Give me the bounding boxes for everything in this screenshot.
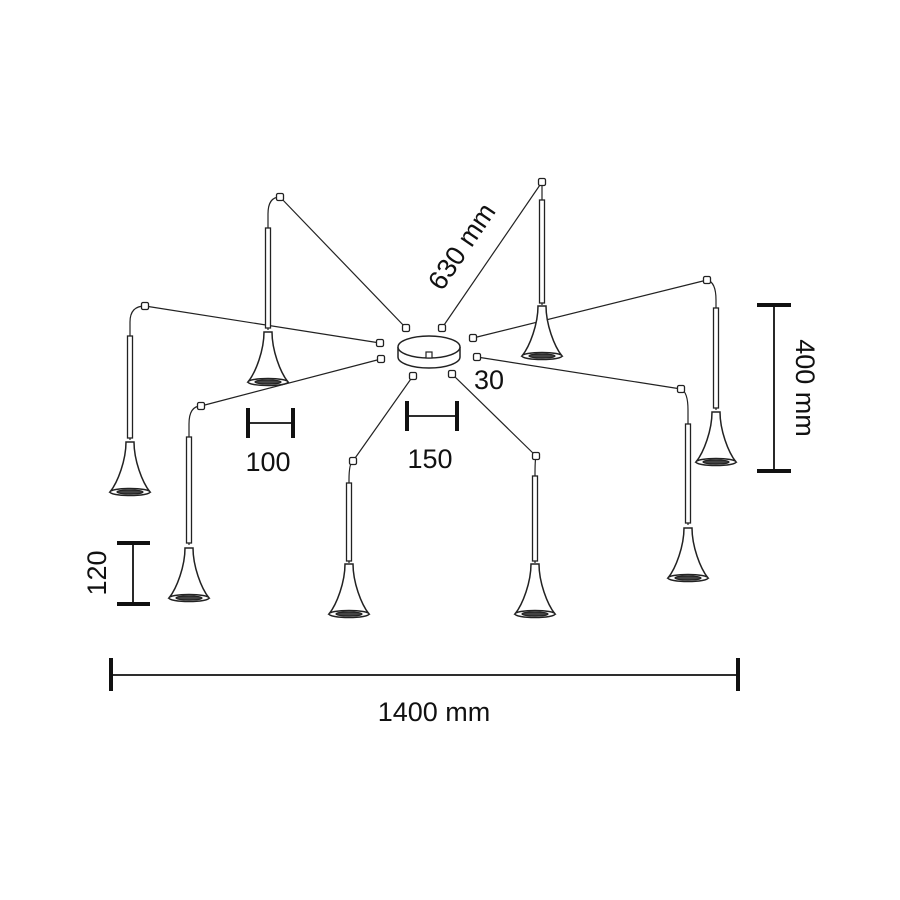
canopy-height-label: 30: [474, 365, 504, 395]
dimension-markers: [109, 303, 791, 691]
canopy-diameter-marker: [405, 401, 459, 431]
drop-height-marker: [757, 303, 791, 473]
shade-diameter-marker: [246, 408, 295, 438]
shade-height-label: 120: [82, 550, 112, 595]
canopy-diameter-label: 150: [407, 444, 452, 474]
shade-height-marker: [117, 541, 150, 606]
cable-clips: [140, 177, 712, 466]
arm-length-label: 630 mm: [422, 198, 501, 296]
drop-cables: [129, 182, 717, 563]
shade-diameter-label: 100: [245, 447, 290, 477]
arm-wires: [144, 181, 708, 462]
drop-height-label: 400 mm: [790, 339, 820, 437]
chandelier-drawing: [109, 177, 737, 619]
total-width-label: 1400 mm: [378, 697, 491, 727]
ceiling-canopy: [397, 335, 461, 369]
stems: [126, 199, 720, 562]
total-width-marker: [109, 658, 740, 691]
